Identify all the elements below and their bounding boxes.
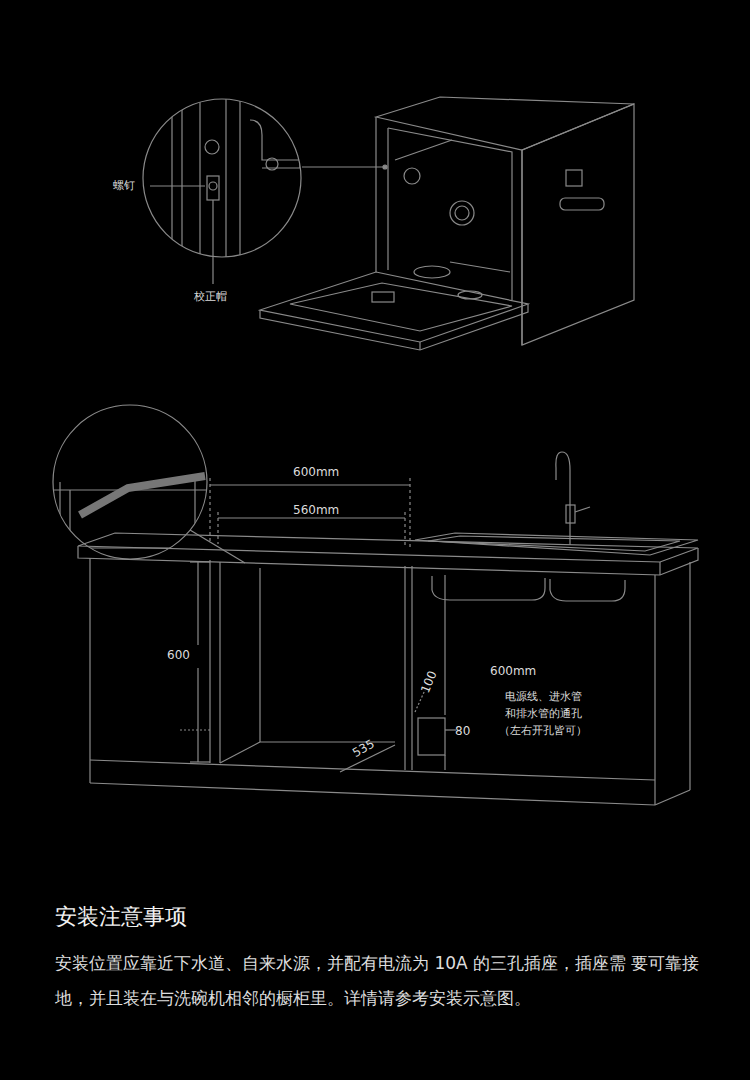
section-heading: 安装注意事项 (55, 902, 187, 932)
dimension-label: 600 (167, 648, 190, 662)
dimension-label: 600mm (490, 664, 536, 678)
note-text: 电源线、进水管 和排水管的通孔 （左右开孔皆可） (483, 688, 603, 739)
dimension-label: 80 (455, 724, 470, 738)
dimension-label: 600mm (293, 465, 339, 479)
pipe-detail-callout (50, 405, 245, 563)
dishwasher-drawing (260, 97, 634, 350)
dimension-label: 535 (350, 737, 377, 761)
part-label: 校正帽 (194, 290, 227, 303)
dimension-label: 100 (418, 669, 440, 696)
dimension-label: 560mm (293, 503, 339, 517)
notice-paragraph: 安装位置应靠近下水道、自来水源，并配有电流为 10A 的三孔插座，插座需 要可靠… (55, 946, 705, 1016)
part-label: 螺钉 (113, 179, 135, 192)
detail-callout (143, 90, 301, 284)
cabinet-drawing (78, 452, 698, 805)
